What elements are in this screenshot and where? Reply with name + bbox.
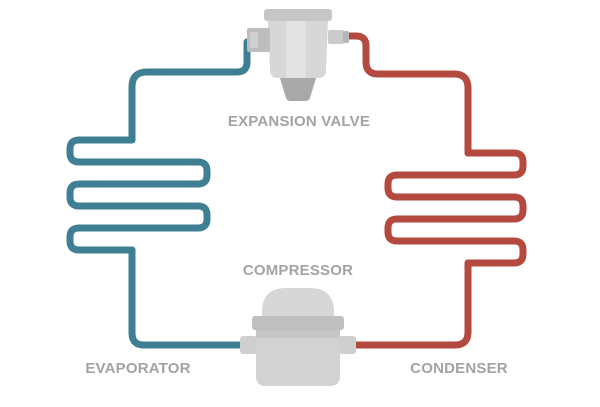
evaporator-coil bbox=[66, 136, 211, 254]
compressor-body bbox=[256, 330, 340, 386]
compressor-label: COMPRESSOR bbox=[243, 262, 353, 279]
compressor-top bbox=[262, 288, 334, 318]
evaporator-label: EVAPORATOR bbox=[85, 360, 190, 377]
compressor-band bbox=[252, 316, 344, 330]
compressor bbox=[240, 288, 356, 386]
line-valve-to-evaporator bbox=[128, 38, 251, 144]
condenser-label: CONDENSER bbox=[410, 360, 508, 377]
expansion-valve-label: EXPANSION VALVE bbox=[228, 113, 370, 130]
compressor-right-fitting bbox=[339, 336, 356, 354]
line-condenser-to-valve bbox=[344, 32, 472, 157]
compressor-left-fitting bbox=[240, 336, 257, 354]
cold-refrigerant-line bbox=[66, 38, 251, 349]
valve-nozzle bbox=[280, 78, 316, 101]
hot-refrigerant-line bbox=[344, 32, 527, 349]
valve-right-fitting bbox=[328, 30, 344, 44]
condenser-coil bbox=[384, 149, 527, 267]
expansion-valve bbox=[247, 9, 349, 101]
line-evaporator-to-compressor bbox=[128, 246, 245, 349]
line-compressor-to-condenser bbox=[351, 259, 472, 349]
valve-cap bbox=[264, 9, 332, 21]
